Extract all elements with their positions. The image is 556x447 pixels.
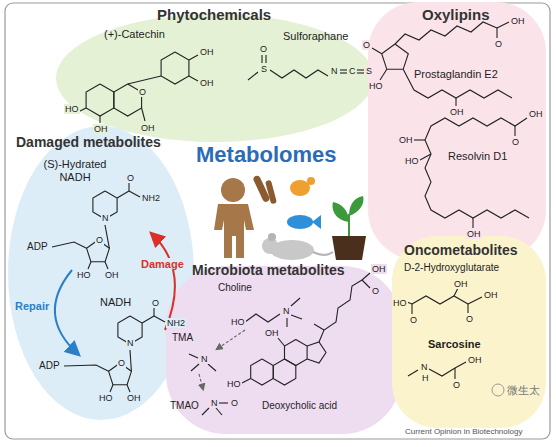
atom-label: O	[362, 40, 371, 50]
atom-label: S	[260, 64, 268, 74]
compound-name: TMAO	[170, 400, 199, 412]
atom-label: HO	[368, 81, 384, 91]
atom-label: N	[420, 362, 429, 372]
atom-label: O	[138, 87, 147, 97]
watermark-icon	[492, 384, 504, 396]
conversion-arrow	[217, 330, 245, 349]
atom-label: O	[151, 298, 160, 308]
damage-label: Damage	[140, 258, 185, 270]
region-shape	[368, 2, 546, 260]
compound-name: Prostaglandin E2	[414, 68, 498, 81]
metabolite-class-region: OncometabolitesD-2-HydroxyglutarateSarco…	[392, 236, 546, 428]
repair-label: Repair	[14, 300, 50, 312]
atom-label: O	[511, 137, 520, 147]
compound-name: Resolvin D1	[448, 150, 507, 163]
atom-label: OH	[126, 393, 142, 403]
atom-label: O	[117, 358, 126, 368]
atom-label: OH	[453, 279, 469, 289]
atom-label: HO	[392, 298, 408, 308]
atom-label: O	[230, 398, 239, 408]
group-label: ADP	[26, 242, 49, 252]
atom-label: OH	[371, 264, 387, 274]
damage-arrow	[152, 234, 175, 330]
atom-label: O	[452, 380, 461, 390]
atom-label: O	[409, 315, 418, 325]
compound-name: TMA	[172, 332, 193, 344]
region-heading: Phytochemicals	[157, 6, 271, 23]
atom-label: S	[365, 66, 373, 76]
region-heading: Microbiota metabolites	[192, 262, 344, 278]
atom-label: O	[371, 286, 380, 296]
atom-label: N	[282, 306, 291, 316]
center-title: Metabolomes	[196, 142, 337, 167]
atom-label: OH	[466, 229, 482, 239]
atom-label: N	[200, 354, 209, 364]
atom-label: OH	[93, 124, 109, 134]
region-heading: Oncometabolites	[404, 242, 518, 258]
atom-label: C	[348, 66, 357, 76]
atom-label: O	[126, 173, 135, 183]
repair-arrow	[55, 270, 78, 354]
atom-label: N	[330, 66, 339, 76]
metabolite-class-region: Phytochemicals(+)-CatechinSulforaphane	[56, 14, 374, 142]
atom-label: OH	[104, 270, 120, 280]
compound-name: NADH	[100, 296, 131, 309]
atom-label: N	[126, 338, 135, 348]
atom-label: NH2	[166, 318, 186, 328]
atom-label: HO	[98, 393, 114, 403]
atom-label: H	[421, 373, 430, 383]
region-heading: Damaged metabolites	[16, 134, 161, 150]
atom-label: OH	[264, 328, 280, 338]
compound-name: D-2-Hydroxyglutarate	[404, 262, 499, 274]
atom-label: OH	[199, 78, 215, 88]
atom-label: HO	[76, 270, 92, 280]
atom-label: NH2	[141, 193, 161, 203]
atom-label: HO	[230, 317, 246, 327]
atom-label: HO	[64, 104, 80, 114]
compound-name: Sarcosine	[428, 338, 481, 351]
atom-label: O	[95, 235, 104, 245]
atom-label: HO	[404, 156, 420, 166]
atom-label: OH	[510, 16, 526, 26]
atom-label: O	[465, 314, 474, 324]
atom-label: N	[210, 398, 219, 408]
compound-name: Sulforaphane	[283, 30, 348, 43]
metabolite-class-region: OxylipinsProstaglandin E2 Resolvin D1	[368, 2, 546, 260]
compound-name: Choline	[218, 282, 252, 294]
atom-label: OH	[483, 290, 499, 300]
organism-icons	[214, 175, 366, 260]
watermark: 微生太	[506, 384, 541, 396]
atom-label: OH	[140, 123, 156, 133]
region-heading: Oxylipins	[422, 6, 490, 23]
atom-label: OH	[398, 135, 414, 145]
atom-label: OH	[467, 355, 483, 365]
atom-label: O	[494, 39, 503, 49]
atom-label: N	[101, 213, 110, 223]
compound-name: (+)-Catechin	[104, 28, 165, 41]
source-credit: Current Opinion in Biotechnology	[404, 427, 523, 436]
atom-label: OH	[199, 47, 215, 57]
chemical-bonds	[52, 22, 529, 415]
atom-label: OH	[528, 109, 544, 119]
atom-label: HO	[226, 379, 242, 389]
group-label: ADP	[38, 361, 61, 371]
conversion-arrow	[199, 374, 203, 389]
compound-name: (S)-Hydrated NADH	[35, 158, 115, 183]
atom-label: O	[259, 44, 268, 54]
atom-label: OH	[449, 107, 465, 117]
compound-name: Deoxycholic acid	[262, 400, 337, 412]
